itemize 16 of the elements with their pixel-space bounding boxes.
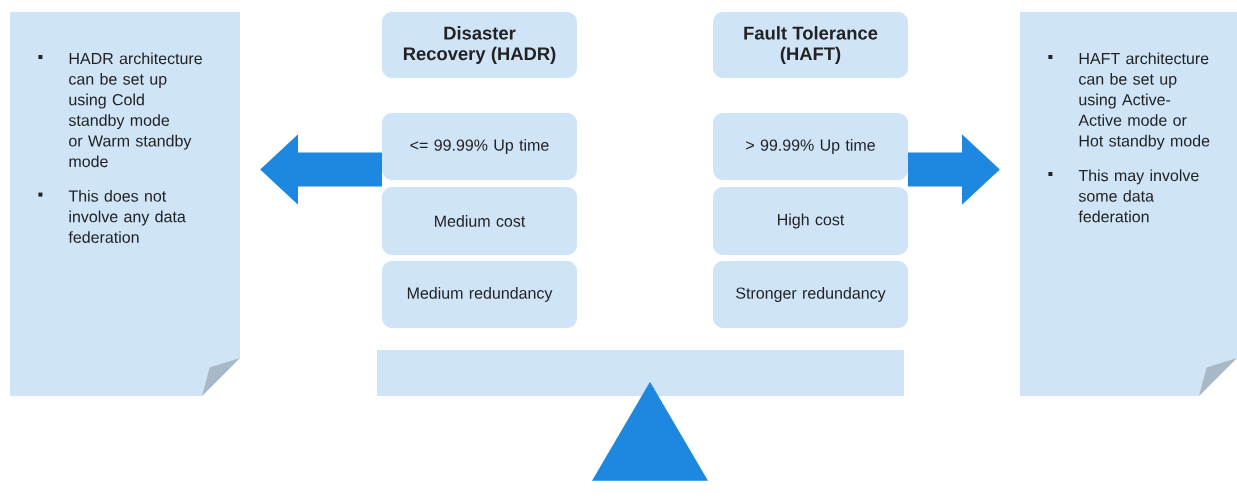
- property-box: > 99.99% Up time: [713, 113, 908, 180]
- property-box: Medium redundancy: [382, 261, 577, 328]
- property-box: Medium cost: [382, 187, 577, 255]
- bullet-text: HADR architecture can be set up using Cold standby mode or Warm standby mode: [68, 52, 202, 168]
- property-box: Stronger redundancy: [713, 261, 908, 328]
- balance-beam: [377, 350, 904, 396]
- header-box: Fault Tolerance (HAFT): [713, 12, 908, 78]
- header-box: Disaster Recovery (HADR): [382, 12, 577, 78]
- fulcrum-triangle: [592, 381, 708, 481]
- property-box: <= 99.99% Up time: [382, 113, 577, 180]
- bullet-text: HAFT architecture can be set up using Active-Active mode or Hot standby mode: [1078, 52, 1210, 150]
- note-card: [10, 12, 240, 396]
- note-card: [1020, 12, 1237, 396]
- bullet-text: This does not involve any data federation: [68, 190, 186, 243]
- property-box: High cost: [713, 187, 908, 255]
- bullet-text: This may involve some data federation: [1078, 169, 1199, 223]
